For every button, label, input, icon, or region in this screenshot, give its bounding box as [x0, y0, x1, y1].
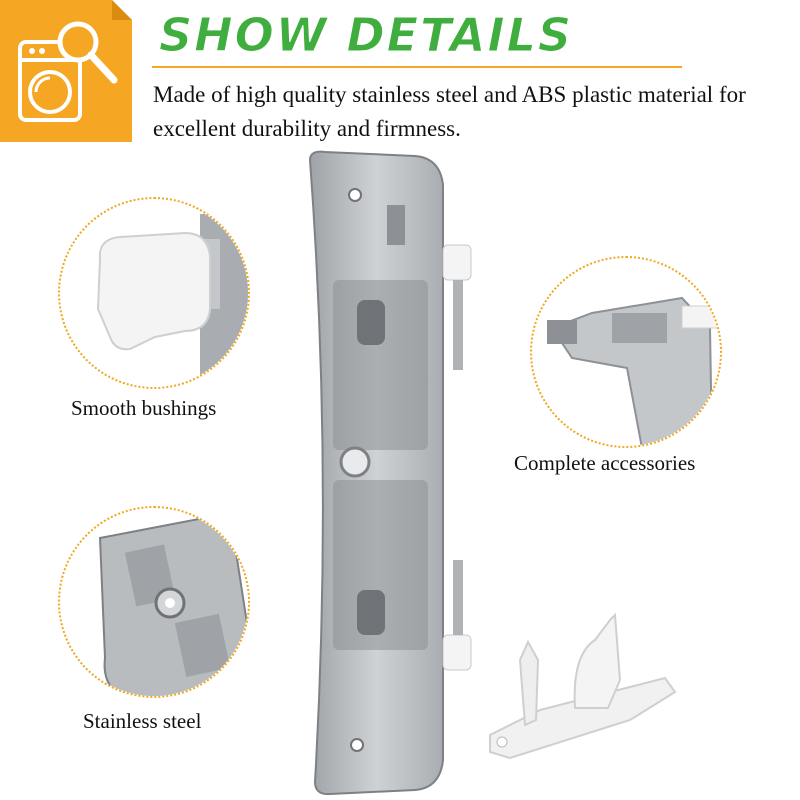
title-underline — [152, 66, 682, 68]
plastic-catch-image — [480, 600, 680, 760]
accessories-detail-image — [547, 296, 720, 446]
callout-label-smooth-bushings: Smooth bushings — [71, 396, 217, 420]
bushing-detail-image — [96, 214, 248, 384]
svg-text:SHOW DETAILS: SHOW DETAILS — [159, 8, 573, 62]
steel-detail-image — [98, 511, 248, 696]
accessories-detail-circle — [530, 256, 722, 448]
callout-label-stainless-steel: Stainless steel — [83, 709, 202, 733]
callout-label-complete-accessories: Complete accessories — [514, 451, 696, 475]
washer-magnifier-icon — [0, 0, 132, 142]
bushing-detail-circle — [58, 197, 250, 389]
product-description: Made of high quality stainless steel and… — [153, 82, 746, 141]
door-hinge-image — [295, 150, 485, 795]
page-title: SHOW DETAILS — [155, 4, 595, 63]
steel-detail-circle — [58, 506, 250, 698]
